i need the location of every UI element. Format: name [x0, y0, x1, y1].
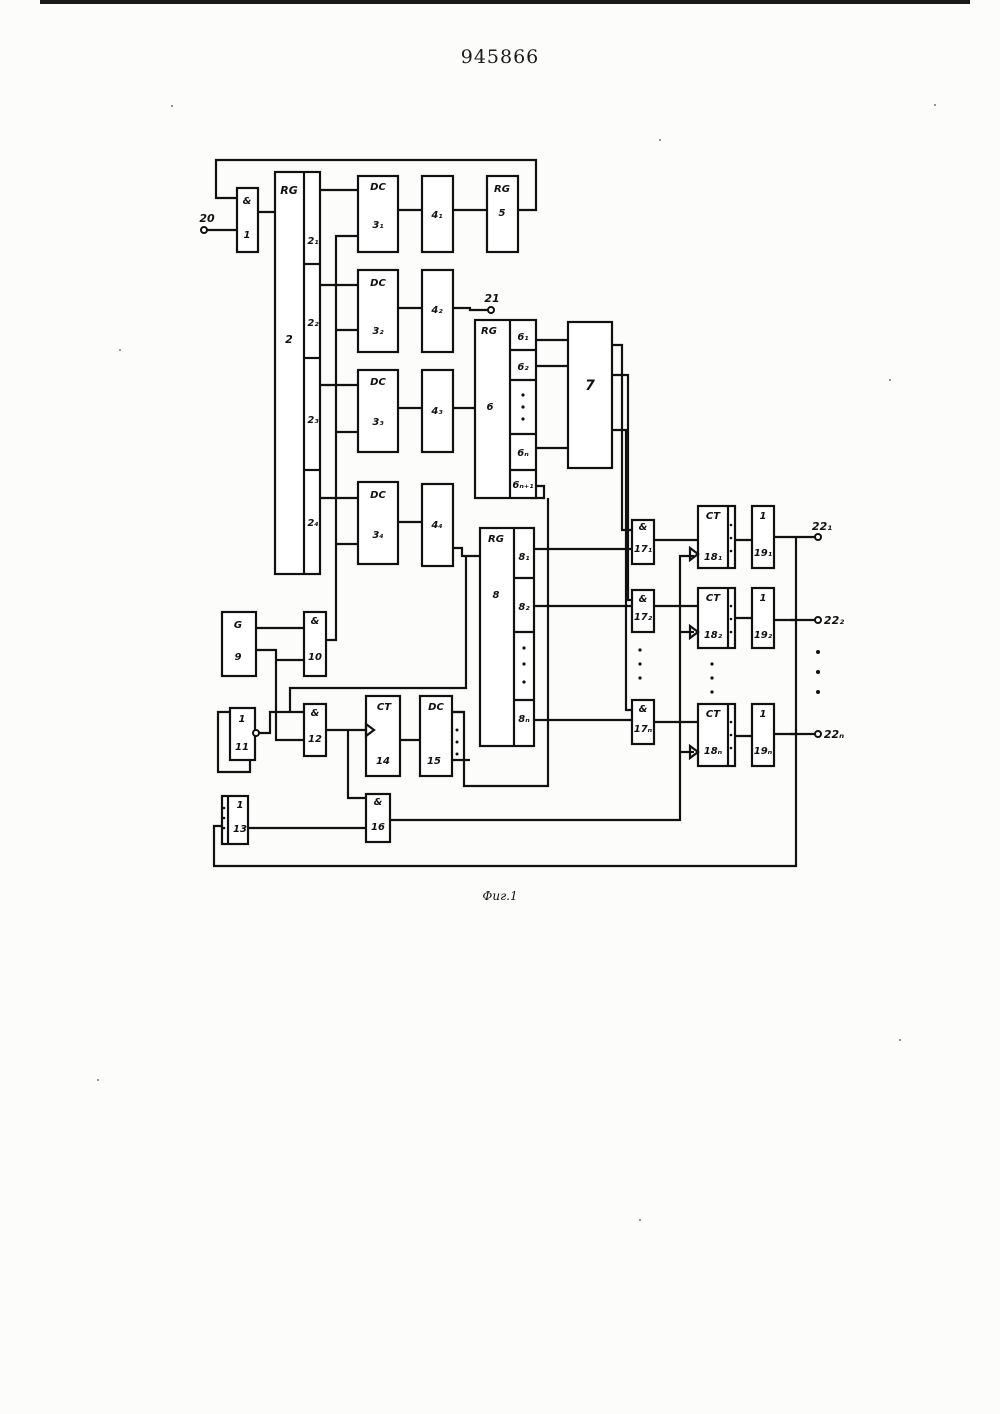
svg-text:4₂: 4₂	[430, 305, 443, 316]
counters-18: CT 18₁ CT 18₂ CT 18ₙ	[690, 506, 735, 766]
and-gate-10: & 10	[304, 612, 326, 676]
svg-text:21: 21	[484, 292, 499, 305]
svg-text:1: 1	[239, 714, 246, 725]
block-7: 7	[568, 322, 612, 468]
svg-text:17ₙ: 17ₙ	[634, 724, 653, 735]
svg-text:18₂: 18₂	[704, 630, 723, 641]
svg-text:&: &	[311, 616, 320, 627]
svg-text:15: 15	[427, 756, 441, 767]
svg-text:18ₙ: 18ₙ	[704, 746, 723, 757]
svg-text:10: 10	[308, 652, 322, 663]
svg-text:DC: DC	[370, 278, 386, 289]
svg-text:4₃: 4₃	[430, 406, 443, 417]
svg-text:22₂: 22₂	[824, 614, 844, 627]
register-5: RG 5	[487, 176, 518, 252]
decoders-3: DC 3₁ DC 3₂ DC 3₃ DC 3₄	[358, 176, 398, 564]
svg-text:8: 8	[493, 590, 500, 601]
svg-text:3₃: 3₃	[372, 417, 384, 428]
svg-text:6ₙ: 6ₙ	[517, 448, 529, 459]
svg-text:18₁: 18₁	[704, 552, 722, 563]
svg-text:3₄: 3₄	[372, 530, 383, 541]
svg-text:6ₙ₊₁: 6ₙ₊₁	[512, 480, 533, 491]
svg-text:20: 20	[199, 212, 215, 225]
svg-text:DC: DC	[370, 377, 386, 388]
or-gate-13: 1 13	[222, 796, 248, 844]
and-gate-12: & 12	[304, 704, 326, 756]
svg-text:&: &	[639, 594, 648, 605]
svg-text:CT: CT	[706, 709, 721, 720]
svg-text:&: &	[374, 797, 383, 808]
svg-text:4₁: 4₁	[430, 210, 442, 221]
svg-text:RG: RG	[481, 326, 497, 337]
register-2: RG 2 2₁ 2₂ 2₃ 2₄	[275, 172, 320, 574]
svg-text:16: 16	[371, 822, 385, 833]
svg-text:DC: DC	[370, 490, 386, 501]
svg-text:13: 13	[233, 824, 247, 835]
figure-caption: Фиг.1	[482, 889, 517, 903]
blocks-4: 4₁ 4₂ 4₃ 4₄	[422, 176, 453, 566]
svg-text:1: 1	[760, 709, 767, 720]
svg-text:&: &	[243, 196, 252, 207]
register-6: RG 6 6₁ 6₂ 6ₙ 6ₙ₊₁	[475, 320, 536, 498]
svg-text:CT: CT	[706, 511, 721, 522]
and-gates-17: & 17₁ & 17₂ & 17ₙ	[632, 520, 654, 744]
generator-9: G 9	[222, 612, 256, 676]
svg-text:8₂: 8₂	[518, 602, 530, 613]
svg-text:DC: DC	[370, 182, 386, 193]
svg-text:3₁: 3₁	[372, 220, 383, 231]
svg-text:19₁: 19₁	[754, 548, 772, 559]
svg-text:1: 1	[760, 511, 767, 522]
svg-text:CT: CT	[706, 593, 721, 604]
svg-text:8₁: 8₁	[518, 552, 529, 563]
svg-text:6₂: 6₂	[517, 362, 529, 373]
svg-text:1: 1	[760, 593, 767, 604]
svg-text:CT: CT	[377, 702, 392, 713]
svg-text:G: G	[234, 620, 242, 631]
svg-text:2: 2	[285, 333, 293, 346]
decoder-15: DC 15	[420, 696, 464, 776]
svg-text:1: 1	[244, 230, 251, 241]
svg-text:&: &	[311, 708, 320, 719]
svg-text:12: 12	[308, 734, 322, 745]
svg-text:RG: RG	[494, 184, 510, 195]
terminals-22: 22₁ 22₂ 22ₙ	[812, 520, 844, 741]
and-gate-16: & 16	[366, 794, 390, 842]
svg-text:5: 5	[499, 208, 506, 219]
svg-text:8ₙ: 8ₙ	[518, 714, 530, 725]
svg-text:22₁: 22₁	[812, 520, 832, 533]
svg-text:DC: DC	[428, 702, 444, 713]
register-8: RG 8 8₁ 8₂ 8ₙ	[480, 528, 534, 746]
svg-text:19ₙ: 19ₙ	[754, 746, 773, 757]
svg-text:RG: RG	[488, 534, 504, 545]
svg-text:2₄: 2₄	[307, 518, 318, 529]
svg-text:19₂: 19₂	[754, 630, 773, 641]
block-11: 1 11	[230, 708, 259, 760]
svg-text:7: 7	[585, 378, 595, 394]
svg-text:3₂: 3₂	[372, 326, 384, 337]
svg-text:&: &	[639, 522, 648, 533]
svg-text:2₂: 2₂	[307, 318, 319, 329]
svg-text:2₁: 2₁	[307, 236, 318, 247]
svg-text:17₂: 17₂	[634, 612, 653, 623]
svg-text:1: 1	[237, 800, 244, 811]
svg-text:22ₙ: 22ₙ	[824, 728, 844, 741]
svg-text:9: 9	[235, 652, 242, 663]
svg-text:RG: RG	[280, 184, 298, 197]
svg-text:6₁: 6₁	[517, 332, 528, 343]
block-1: & 1	[237, 188, 258, 252]
or-gates-19: 1 19₁ 1 19₂ 1 19ₙ	[752, 506, 774, 766]
svg-text:11: 11	[235, 742, 249, 753]
svg-text:4₄: 4₄	[430, 520, 442, 531]
svg-text:14: 14	[376, 756, 390, 767]
svg-text:2₃: 2₃	[307, 415, 319, 426]
counter-14: CT 14	[366, 696, 400, 776]
svg-text:&: &	[639, 704, 648, 715]
svg-text:17₁: 17₁	[634, 544, 652, 555]
svg-text:6: 6	[487, 402, 494, 413]
